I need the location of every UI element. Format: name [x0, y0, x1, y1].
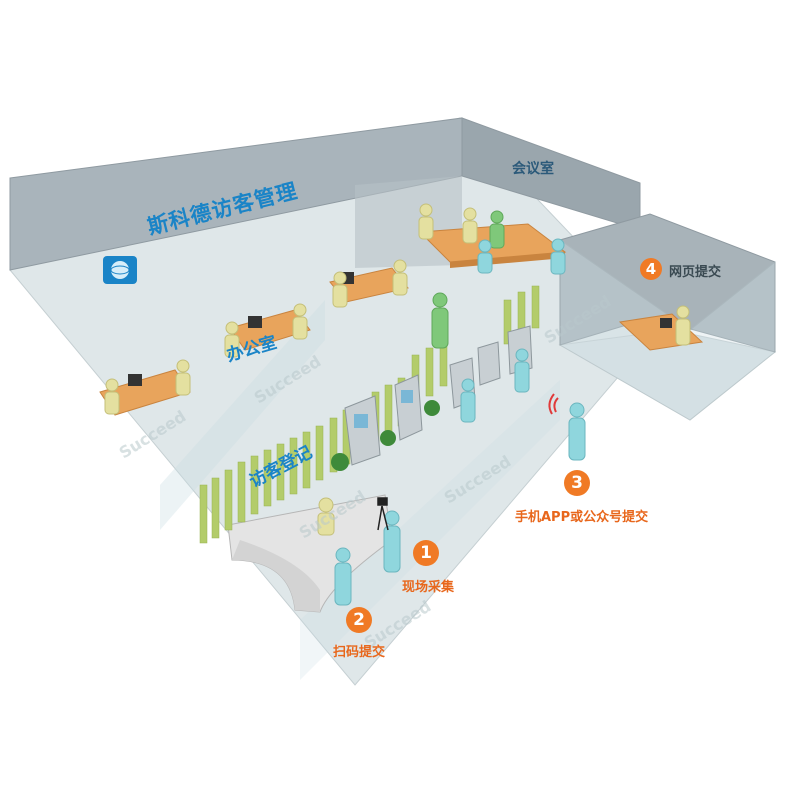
step-badge-2: 2: [346, 607, 372, 633]
kiosk-2: [394, 374, 423, 441]
monitor-icon: [248, 316, 262, 328]
globe-logo-icon: [103, 256, 137, 284]
camera-tripod-icon: [377, 497, 389, 531]
step-badge-1: 1: [413, 540, 439, 566]
meeting-room-label: 会议室: [512, 161, 554, 177]
step-label-1: 现场采集: [402, 580, 455, 595]
right-room-back-wall: [559, 213, 776, 353]
visitor-figure: [334, 348, 586, 606]
staff-figure: [431, 210, 505, 349]
worker-figure: [104, 203, 691, 536]
front-glass-wall: [300, 380, 560, 680]
step-badge-3: 3: [564, 470, 590, 496]
meeting-attendees: [477, 238, 566, 275]
potted-plants: [331, 400, 440, 471]
office-glass-partition: [160, 300, 325, 530]
office-desk-2: [229, 309, 311, 351]
step-label-3: 手机APP或公众号提交: [515, 510, 649, 525]
wifi-signal-icon: [548, 393, 559, 415]
step-badge-4: 4: [640, 258, 662, 280]
step-label-2: 扫码提交: [333, 645, 386, 660]
kiosk-1: [344, 395, 381, 466]
monitor-icon: [128, 374, 142, 386]
monitor-icon: [660, 318, 672, 328]
step-label-4: 网页提交: [669, 265, 722, 280]
reception-counter: [227, 494, 393, 613]
